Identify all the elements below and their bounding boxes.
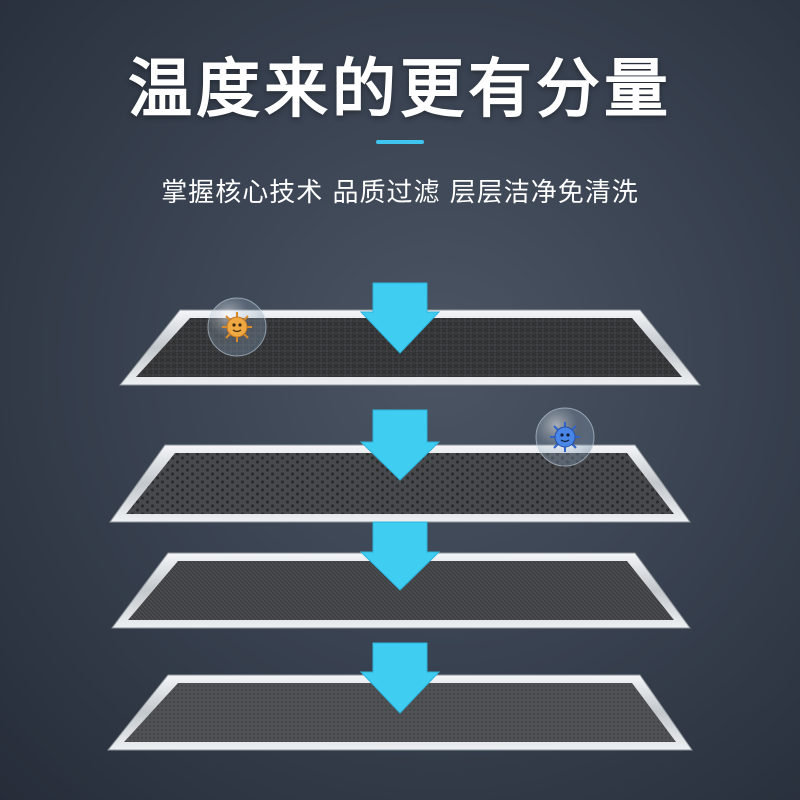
page-subtitle: 掌握核心技术 品质过滤 层层洁净免清洗 bbox=[161, 178, 639, 208]
title-underline-accent bbox=[376, 140, 424, 144]
down-arrow-icon bbox=[359, 409, 441, 481]
orange-germ-bubble-icon bbox=[207, 297, 267, 357]
down-arrow-icon bbox=[359, 521, 441, 591]
down-arrow-icon bbox=[359, 282, 441, 354]
fine-mesh-layer bbox=[111, 552, 691, 629]
down-arrow-icon bbox=[359, 642, 441, 714]
perforated-layer bbox=[109, 444, 691, 523]
blue-germ-bubble-icon bbox=[535, 407, 595, 467]
page-title: 温度来的更有分量 bbox=[128, 53, 672, 127]
